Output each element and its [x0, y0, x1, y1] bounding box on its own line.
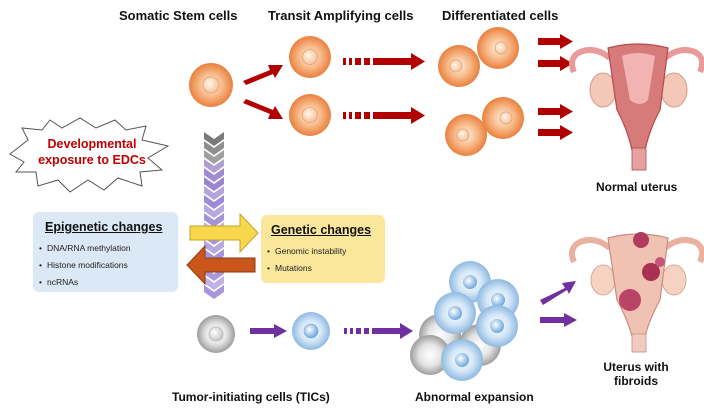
chevron-column [204, 132, 224, 299]
abnormal-cell-cluster [410, 261, 519, 381]
chevron-segment [204, 204, 224, 218]
chevron-segment [204, 195, 224, 209]
edc-line-1: Developmental [47, 137, 137, 151]
differentiated-cell [482, 97, 524, 139]
chevron-segment [204, 186, 224, 200]
normal-uterus-label: Normal uterus [596, 180, 678, 194]
transit-cell-bottom [289, 94, 331, 136]
edc-exposure-text: Developmental exposure to EDCs [22, 136, 162, 168]
differentiated-cells-label: Differentiated cells [442, 8, 559, 23]
epigenetic-changes-box: Epigenetic changes DNA/RNA methylation H… [33, 212, 178, 292]
chevron-segment [204, 141, 224, 155]
genetic-changes-box: Genetic changes Genomic instability Muta… [261, 215, 385, 283]
chevron-segment [204, 177, 224, 191]
abnormal-expansion-label: Abnormal expansion [415, 390, 534, 404]
somatic-stem-cell [189, 63, 233, 107]
red-arrow-up [243, 65, 283, 85]
chevron-segment [204, 285, 224, 299]
arrow-to-epigenetic [186, 244, 256, 286]
genetic-title: Genetic changes [271, 223, 372, 237]
epigenetic-item: Histone modifications [39, 257, 131, 274]
chevron-segment [204, 168, 224, 182]
purple-arrow-tic [250, 324, 287, 338]
tic-label: Tumor-initiating cells (TICs) [172, 390, 330, 404]
fibroid-uterus-label: Uterus with fibroids [603, 360, 669, 388]
fibroid-uterus-image [569, 232, 704, 353]
tic-cell [292, 312, 330, 350]
normal-uterus-image [569, 43, 704, 171]
differentiated-cell [445, 114, 487, 156]
dashed-red-arrow-top [343, 53, 425, 70]
chevron-segment [204, 276, 224, 290]
red-arrows-to-uterus [538, 34, 573, 140]
genetic-list: Genomic instability Mutations [267, 243, 346, 277]
dashed-red-arrow-bottom [343, 107, 425, 124]
chevron-segment [204, 132, 224, 146]
epigenetic-title: Epigenetic changes [45, 220, 163, 234]
transit-amplifying-label: Transit Amplifying cells [268, 8, 414, 23]
red-arrow-down [243, 99, 283, 119]
epigenetic-list: DNA/RNA methylation Histone modification… [39, 240, 131, 291]
chevron-segment [204, 213, 224, 227]
arrow-to-genetic [189, 212, 259, 254]
purple-arrows-to-fibroid-uterus [540, 281, 577, 327]
dashed-purple-arrow [344, 323, 413, 339]
somatic-stem-cells-label: Somatic Stem cells [119, 8, 238, 23]
differentiated-cell [477, 27, 519, 69]
chevron-segment [204, 240, 224, 254]
chevron-segment [204, 150, 224, 164]
genetic-item: Genomic instability [267, 243, 346, 260]
chevron-segment [204, 159, 224, 173]
genetic-item: Mutations [267, 260, 346, 277]
normal-cell-gray [197, 315, 235, 353]
epigenetic-item: ncRNAs [39, 274, 131, 291]
edc-line-2: exposure to EDCs [38, 153, 146, 167]
epigenetic-item: DNA/RNA methylation [39, 240, 131, 257]
transit-cell-top [289, 36, 331, 78]
edc-exposure-starburst [9, 117, 170, 193]
differentiated-cell [438, 45, 480, 87]
